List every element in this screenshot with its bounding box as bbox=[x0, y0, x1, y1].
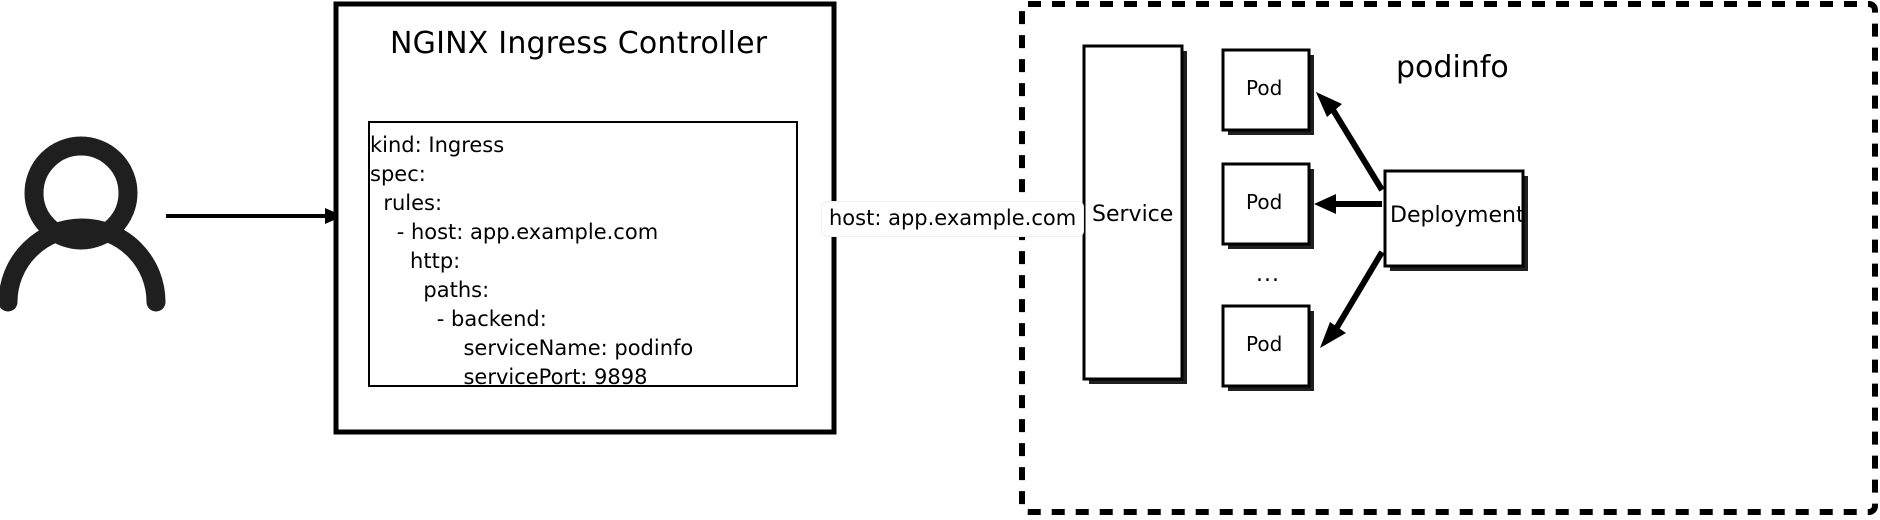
ingress-manifest-box: kind: Ingress spec: rules: - host: app.e… bbox=[368, 121, 798, 389]
host-edge-label: host: app.example.com bbox=[822, 202, 1084, 236]
manifest-line-5: http: bbox=[370, 249, 461, 273]
pods-ellipsis: ... bbox=[1256, 262, 1280, 287]
pod-label-2: Pod bbox=[1246, 190, 1283, 214]
service-box bbox=[1082, 44, 1187, 384]
manifest-line-6: paths: bbox=[370, 278, 490, 302]
page-title: NGINX Ingress Controller bbox=[390, 26, 768, 61]
arrow-deployment-to-pod-1 bbox=[1316, 92, 1385, 192]
manifest-line-8: serviceName: podinfo bbox=[370, 336, 694, 360]
manifest-line-3: rules: bbox=[370, 191, 443, 215]
pod-label-3: Pod bbox=[1246, 332, 1283, 356]
arrow-deployment-to-pod-2 bbox=[1314, 194, 1382, 214]
manifest-line-4: - host: app.example.com bbox=[370, 220, 659, 244]
manifest-line-1: kind: Ingress bbox=[370, 133, 505, 157]
pod-label-1: Pod bbox=[1246, 76, 1283, 100]
namespace-boundary bbox=[1019, 1, 1878, 515]
pod-box-3 bbox=[1221, 304, 1314, 391]
manifest-line-2: spec: bbox=[370, 162, 426, 186]
deployment-label: Deployment bbox=[1390, 203, 1525, 228]
user-icon bbox=[0, 136, 166, 312]
arrow-user-to-ingress bbox=[166, 208, 343, 224]
deployment-box bbox=[1383, 169, 1528, 271]
arrow-deployment-to-pod-3 bbox=[1320, 250, 1385, 348]
namespace-label: podinfo bbox=[1396, 50, 1509, 85]
manifest-line-7: - backend: bbox=[370, 307, 547, 331]
service-label: Service bbox=[1092, 202, 1174, 227]
manifest-line-9: servicePort: 9898 bbox=[370, 365, 648, 389]
pod-box-2 bbox=[1221, 162, 1314, 249]
pod-box-1 bbox=[1221, 48, 1314, 135]
